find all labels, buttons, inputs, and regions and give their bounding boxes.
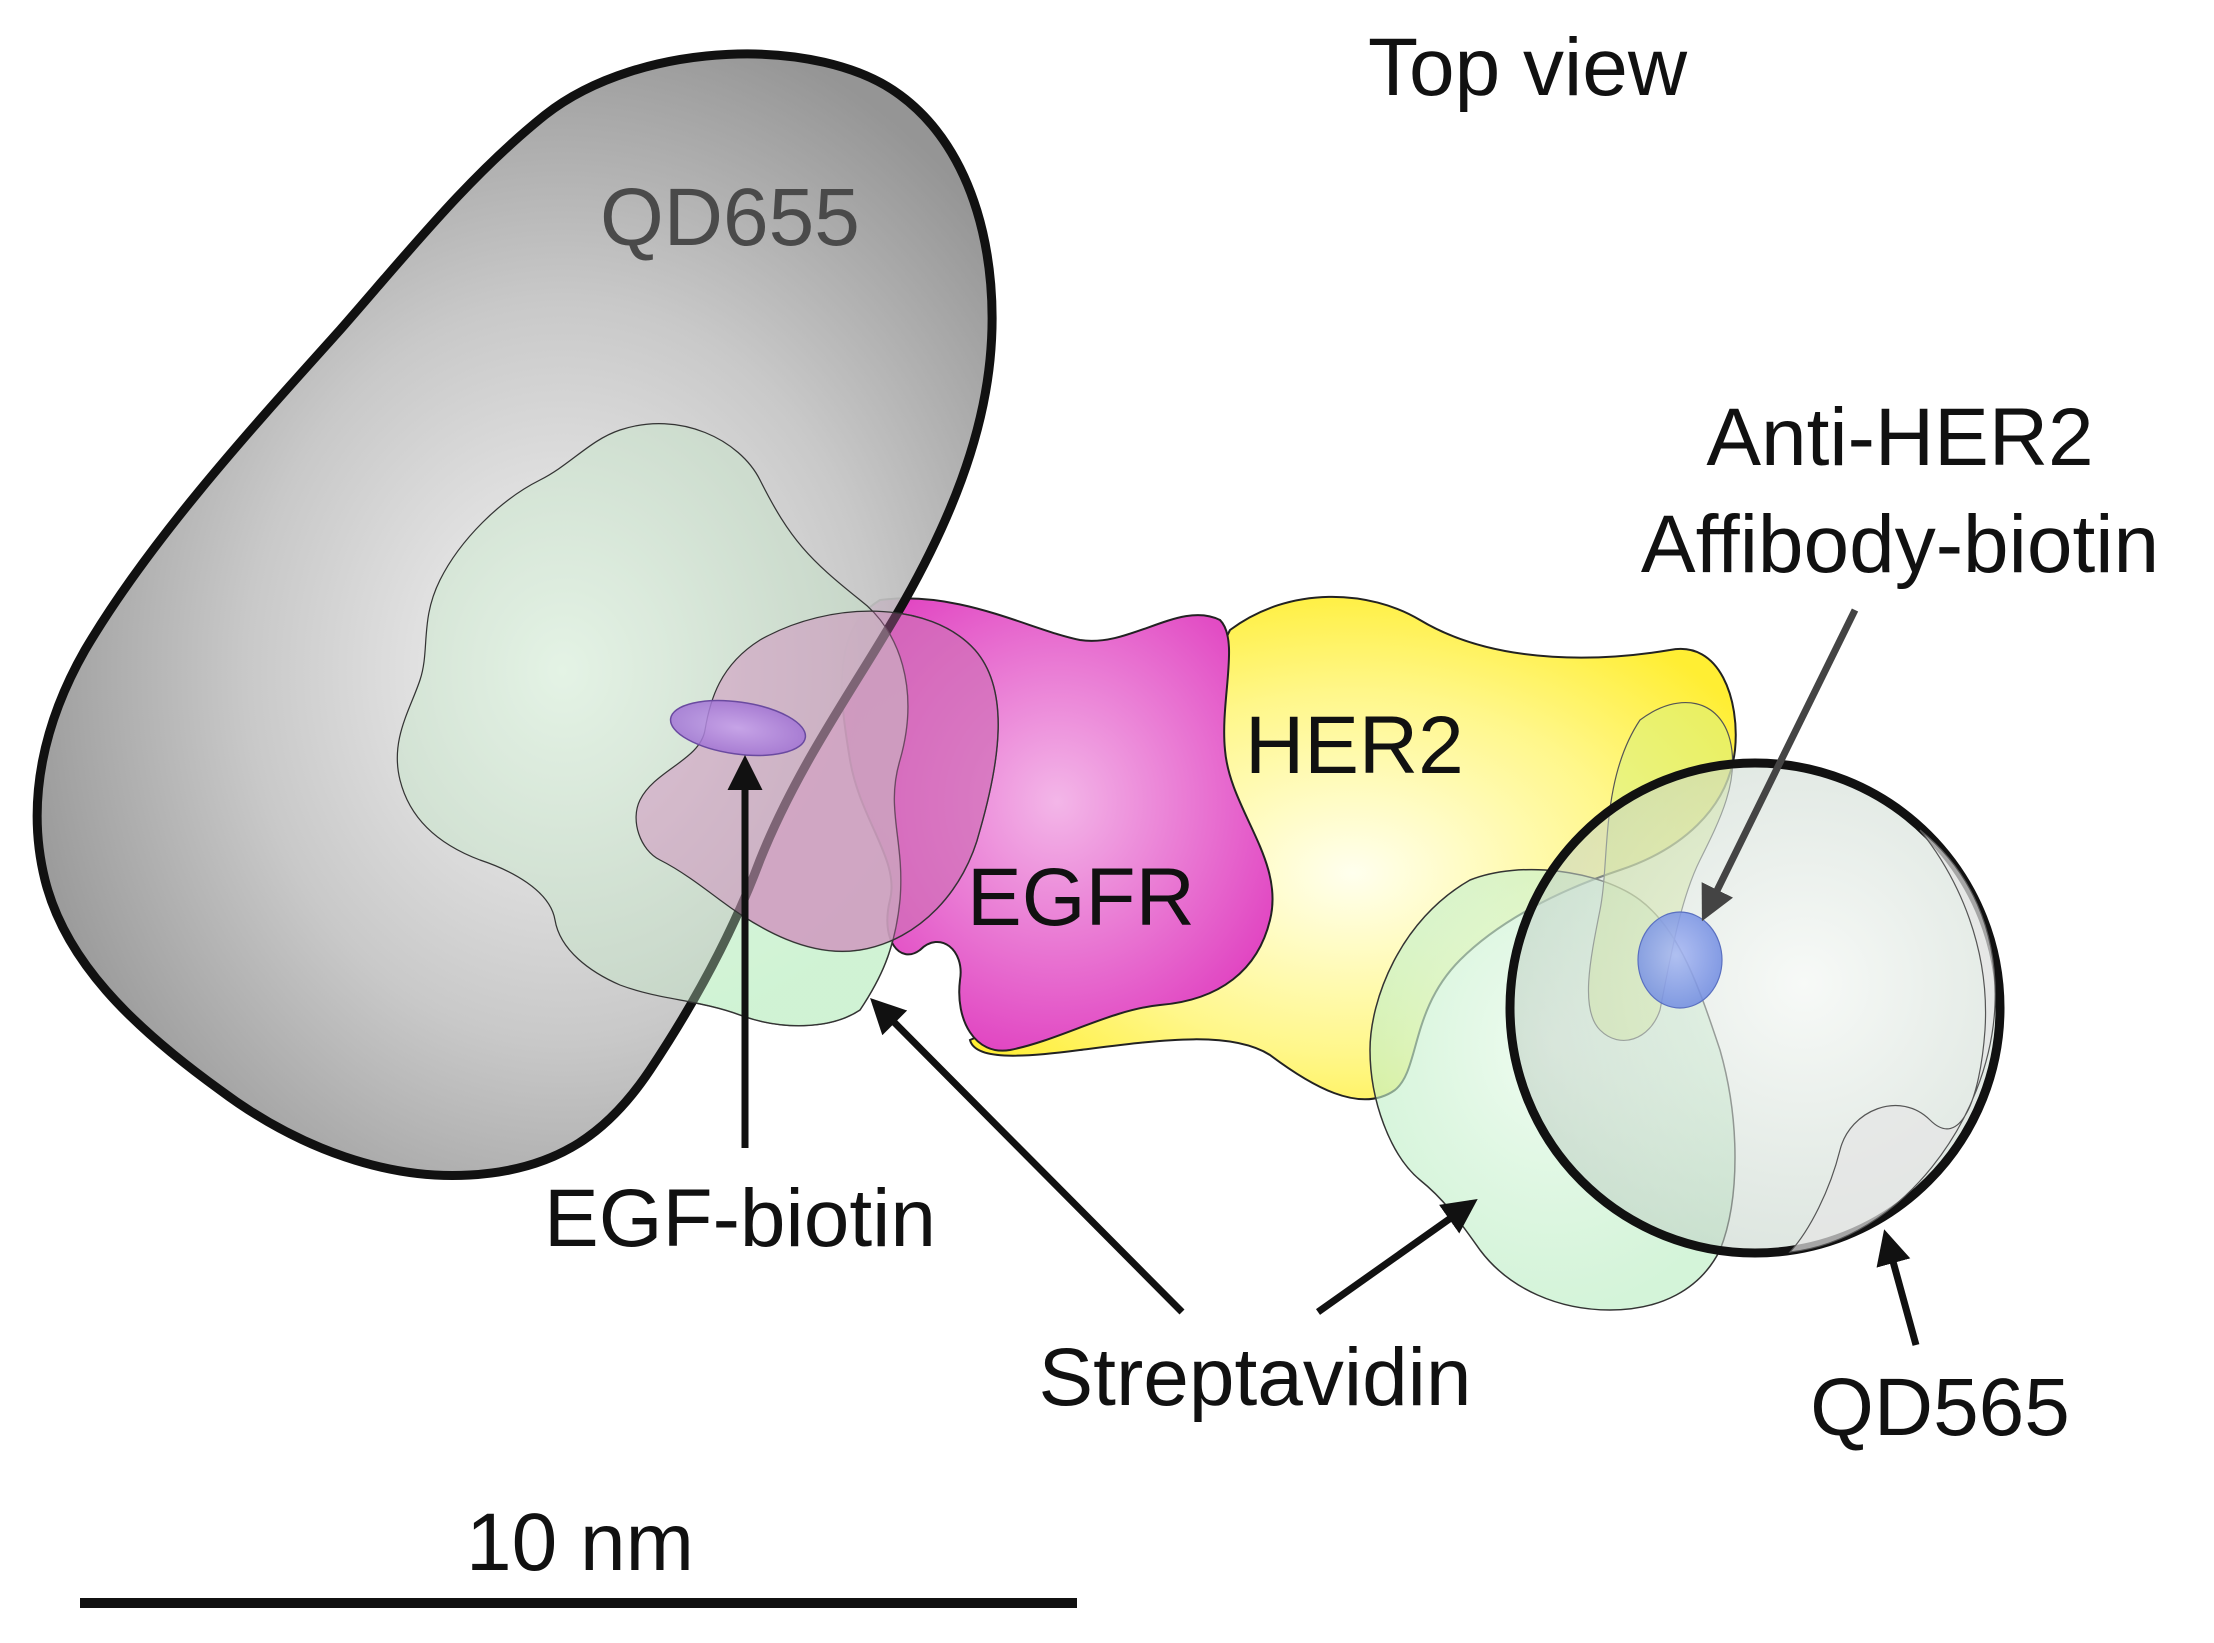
streptavidin-arrow-left [870, 998, 1185, 1315]
affibody-biotin-shape [1637, 911, 1723, 1009]
anti-her2-label-line1: Anti-HER2 [1706, 392, 2093, 483]
scale-bar-label: 10 nm [466, 1497, 694, 1588]
top-view-label: Top view [1368, 22, 1688, 113]
egfr-label: EGFR [967, 852, 1195, 943]
affibody-biotin-arrow [1701, 608, 1859, 922]
qd565-inner-shape [1788, 829, 1996, 1253]
anti-her2-label-line2: Affibody-biotin [1641, 499, 2159, 590]
qd565-arrow [1876, 1229, 1920, 1346]
egf-biotin-label: EGF-biotin [544, 1173, 936, 1264]
qd655-label: QD655 [600, 172, 860, 263]
qd655-shape [32, 49, 997, 1181]
streptavidin-arrow-right [1315, 1198, 1478, 1315]
her2-label: HER2 [1245, 700, 1464, 791]
streptavidin-left-overlay [396, 423, 909, 1027]
egf-biotin-shape [669, 699, 807, 757]
egfr-overlap-overlay [635, 610, 999, 952]
qd565-label: QD565 [1810, 1362, 2070, 1453]
streptavidin-label: Streptavidin [1038, 1332, 1471, 1423]
